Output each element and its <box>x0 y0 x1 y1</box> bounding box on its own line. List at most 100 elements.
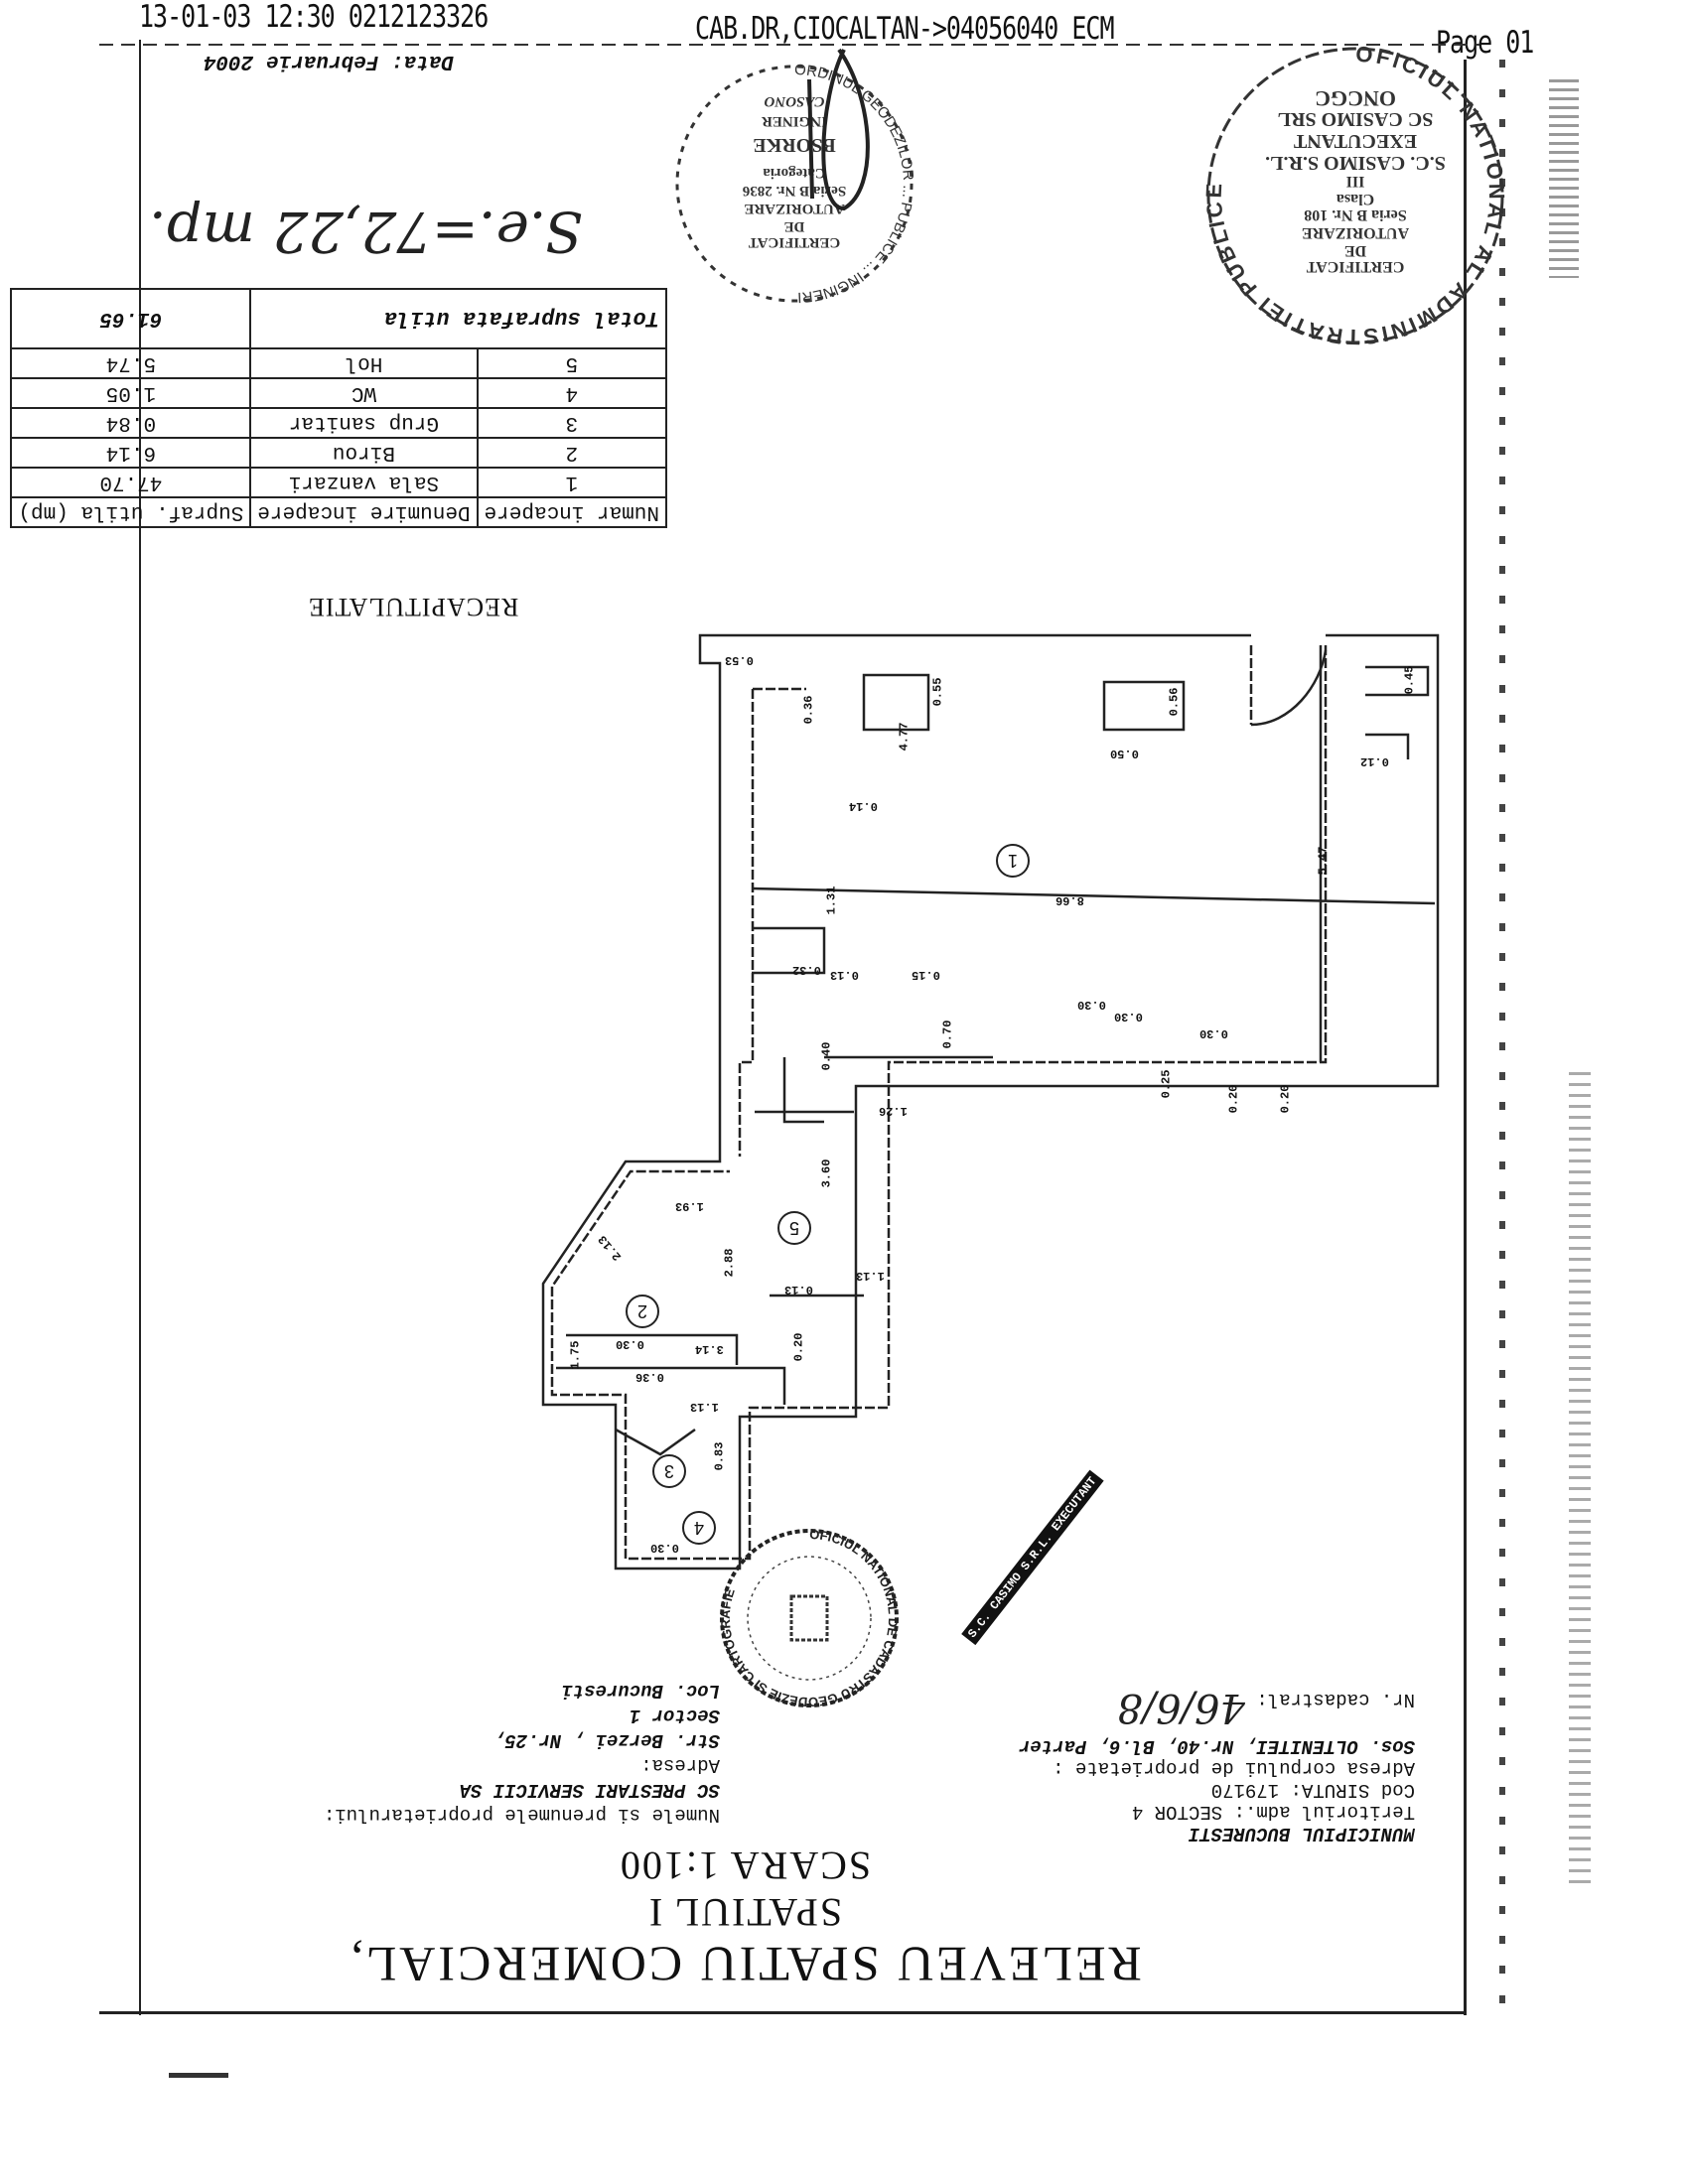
stamp-line: DE <box>784 218 805 234</box>
header-suprafata: Supraf. utila (mp) <box>11 497 251 527</box>
row-nr: 5 <box>477 348 666 378</box>
dimension-label: 1.75 <box>568 1340 583 1370</box>
row-name: Grup sanitar <box>250 408 478 438</box>
row-area: 0.84 <box>11 408 251 438</box>
table-header-row: Numar incapere Denumire incapere Supraf.… <box>11 497 666 527</box>
total-label: Total suprafata utila <box>250 289 666 348</box>
bottom-border <box>99 2011 1465 2014</box>
dimension-label: 1.13 <box>856 1269 885 1283</box>
owner-adresa-label: Adresa: <box>640 1754 720 1776</box>
dimension-label: 0.40 <box>819 1041 834 1071</box>
title-scale: SCARA 1:100 <box>618 1843 872 1888</box>
room-label-2: 2 <box>626 1295 659 1328</box>
stamp-line: Categoria <box>763 165 826 181</box>
date-line: Data: Februarie 2004 <box>204 50 455 72</box>
door-swing <box>1250 649 1328 727</box>
dimension-label: 0.20 <box>791 1332 806 1362</box>
dimension-label: 0.36 <box>801 695 816 725</box>
stamp-line: AUTORIZARE <box>744 201 844 216</box>
dimension-label: 3.14 <box>695 1342 724 1356</box>
stamp-line: S.C. CASIMO S.R.L. <box>1265 152 1446 174</box>
stamp-line: EXECUTANT <box>1293 130 1417 152</box>
right-border <box>1464 60 1467 2015</box>
row-name: Hol <box>250 348 478 378</box>
signature <box>807 48 870 211</box>
table-total-row: Total suprafata utila 61.65 <box>11 289 666 348</box>
title-main: RELEVEU SPATIU COMERCIAL, <box>348 1937 1142 1992</box>
adresa: Sos. OLTENITEI, Nr.40, Bl.6, Parter <box>1018 1735 1415 1757</box>
rect-stamp: S.C. CASIMO S.R.L. EXECUTANT <box>961 1469 1104 1646</box>
stamp-line: INGINER <box>762 113 827 129</box>
dimension-label: 2.88 <box>722 1248 737 1278</box>
dimension-label: 0.53 <box>725 653 754 667</box>
fax-header-route: CAB.DR,CIOCALTAN->04056040 ECM <box>695 10 1115 47</box>
dimension-label: 5.47 <box>1316 846 1331 876</box>
room-label-1: 1 <box>996 844 1030 878</box>
cadastral-label: Nr. cadastral: <box>1256 1689 1415 1710</box>
row-area: 1.05 <box>11 378 251 408</box>
dimension-label: 0.15 <box>912 968 940 982</box>
owner-label: Numele si prenumele proprietarului: <box>323 1804 720 1826</box>
dimension-label: 0.55 <box>930 677 945 707</box>
dimension-label: 0.50 <box>1110 747 1139 760</box>
stamp-line: III <box>1346 173 1365 190</box>
row-name: Birou <box>250 438 478 468</box>
title-block: RELEVEU SPATIU COMERCIAL, SPATIUL I SCAR… <box>258 1843 1231 1993</box>
total-value: 61.65 <box>11 289 251 348</box>
room-label-3: 3 <box>652 1454 686 1488</box>
dimension-label: 1.26 <box>879 1104 908 1118</box>
stamp-line: DE <box>1344 242 1366 259</box>
dimension-label: 0.30 <box>1199 1026 1228 1040</box>
dimension-label: 0.30 <box>650 1541 679 1555</box>
dimension-line <box>556 645 1436 1456</box>
left-border <box>139 40 141 2015</box>
teritoriul: Teritoriul adm.: SECTOR 4 <box>1131 1801 1415 1823</box>
municipiu: MUNICIPIUL BUCURESTI <box>1188 1823 1415 1844</box>
header-numar: Numar incapere <box>477 497 666 527</box>
stamp-line: ONCGC <box>1315 86 1396 111</box>
inner-wall <box>550 645 1328 1561</box>
owner-locality: Loc. Bucuresti <box>561 1680 720 1702</box>
cadastral-value: 46/6/8 <box>1117 1685 1245 1730</box>
dimension-label: 0.83 <box>712 1441 727 1471</box>
dimension-label: 0.70 <box>940 1020 955 1049</box>
stamp-ring-text: OFICIUL NATIONAL DE CADASTRU GEODEZIE SI… <box>718 1527 901 1709</box>
owner-sector: Sector 1 <box>629 1705 720 1726</box>
coat-of-arms-icon <box>789 1594 829 1642</box>
scan-noise <box>1549 79 1579 278</box>
dimension-label: 0.45 <box>1402 665 1417 695</box>
owner-name: SC PRESTARI SERVICII SA <box>459 1779 720 1801</box>
scan-noise <box>169 2073 228 2078</box>
stamp-line: CERTIFICAT <box>749 234 841 250</box>
siruta: Cod SIRUTA: 179170 <box>1210 1779 1415 1801</box>
dimension-label: 4.77 <box>897 722 912 751</box>
dimension-label: 0.12 <box>1360 754 1389 768</box>
adresa-label: Adresa corpului de proprietate : <box>1053 1757 1415 1779</box>
address-block: MUNICIPIUL BUCURESTI Teritoriul adm.: SE… <box>978 1676 1415 1844</box>
stamp-line: SC CASIMO SRL <box>1278 108 1434 130</box>
row-name: Sala vanzari <box>250 468 478 497</box>
fax-header-timestamp: 13-01-03 12:30 0212123326 <box>139 0 489 35</box>
dimension-label: 0.32 <box>792 963 821 977</box>
scan-noise <box>1499 60 1505 2005</box>
row-area: 5.74 <box>11 348 251 378</box>
dimension-label: 0.13 <box>784 1283 813 1297</box>
row-nr: 3 <box>477 408 666 438</box>
dimension-label: 0.25 <box>1159 1069 1174 1099</box>
dimension-label: 1.93 <box>675 1199 704 1213</box>
dimension-label: 0.30 <box>1114 1010 1143 1024</box>
room-label-5: 5 <box>777 1211 811 1245</box>
row-name: WC <box>250 378 478 408</box>
dimension-label: 0.13 <box>830 968 859 982</box>
stamp-top-center: ORDINUL GEODEZILOR ... PUBLICE ... INGIN… <box>675 48 916 306</box>
header-denumire: Denumire incapere <box>250 497 478 527</box>
stamp-line: CASONO <box>764 93 824 109</box>
dimension-label: 8.66 <box>1055 893 1084 907</box>
recap-title: RECAPITULATIE <box>308 593 519 621</box>
dimension-label: 0.30 <box>616 1337 644 1351</box>
stamp-top-right: OFICIUL NATIONAL AL ADMINISTRATIEI PUBLI… <box>1201 42 1509 349</box>
